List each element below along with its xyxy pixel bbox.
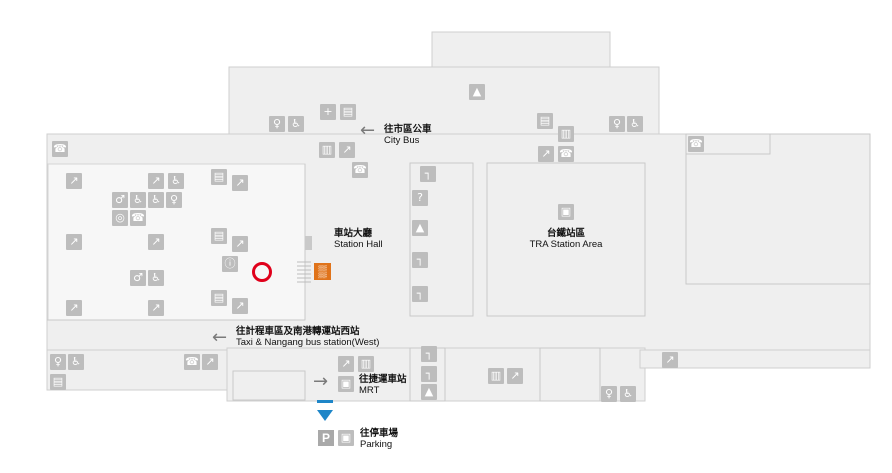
stairs-icon: ┐ <box>420 166 436 182</box>
ticket-machine-icon: ▤ <box>211 169 227 185</box>
accessible-toilet-icon: ♿ <box>130 192 146 208</box>
accessible-toilet-icon: ♿ <box>168 173 184 189</box>
nursing-room-icon: ▥ <box>319 142 335 158</box>
first-aid-icon: + <box>320 104 336 120</box>
toilet-icon: ♀ <box>166 192 182 208</box>
toilet-icon: ♀ <box>609 116 625 132</box>
toilet-icon: ♀ <box>601 386 617 402</box>
nursing-room-icon: ▥ <box>558 126 574 142</box>
ticket-machine-icon: ▤ <box>50 374 66 390</box>
parking-direction-bar <box>317 400 333 403</box>
escalator-icon: ↗ <box>232 298 248 314</box>
accessible-toilet-icon: ♿ <box>627 116 643 132</box>
ticket-machine-icon: ▤ <box>537 113 553 129</box>
hall-column <box>305 236 312 250</box>
elevator-icon: ▲ <box>412 220 428 236</box>
accessible-toilet-icon: ♿ <box>620 386 636 402</box>
phone-icon: ☎ <box>52 141 68 157</box>
phone-icon: ☎ <box>352 162 368 178</box>
escalator-icon: ↗ <box>538 146 554 162</box>
escalator-icon: ↗ <box>232 236 248 252</box>
stairs-icon: ┐ <box>421 366 437 382</box>
toilet-icon: ♂ <box>112 192 128 208</box>
nursing-room-icon: ▥ <box>358 356 374 372</box>
down-arrow-icon <box>317 410 333 421</box>
stairs-icon: ┐ <box>412 252 428 268</box>
nursing-room-icon: ▥ <box>488 368 504 384</box>
accessible-toilet-icon: ♿ <box>148 270 164 286</box>
station-hall-label: 車站大廳 Station Hall <box>334 228 383 250</box>
south-room-right <box>539 347 601 402</box>
accessible-toilet-icon: ♿ <box>288 116 304 132</box>
stairs-icon: ┐ <box>421 346 437 362</box>
escalator-icon: ↗ <box>232 175 248 191</box>
elevator-icon: ▲ <box>421 384 437 400</box>
elevator-icon: ▲ <box>469 84 485 100</box>
south-east-strip <box>639 349 871 369</box>
wifi-icon: ◎ <box>112 210 128 226</box>
you-are-here-marker <box>252 262 272 282</box>
partitions <box>47 133 871 402</box>
escalator-icon: ↗ <box>148 173 164 189</box>
phone-icon: ☎ <box>184 354 200 370</box>
gate-icon: ▒ <box>314 263 331 280</box>
central-platform-right <box>486 162 646 317</box>
gate-marks <box>297 261 311 283</box>
toilet-icon: ♀ <box>50 354 66 370</box>
stairs-icon: ┐ <box>412 286 428 302</box>
west-hall-area <box>47 163 306 321</box>
ticket-machine-icon: ▤ <box>211 228 227 244</box>
escalator-icon: ↗ <box>66 300 82 316</box>
escalator-icon: ↗ <box>339 142 355 158</box>
arrow-right-icon: → <box>313 371 329 392</box>
tra-area-label: 台鐵站區 TRA Station Area <box>529 228 603 250</box>
toilet-icon: ♀ <box>269 116 285 132</box>
arrow-left-icon: ← <box>360 120 376 141</box>
escalator-icon: ↗ <box>66 173 82 189</box>
phone-icon: ☎ <box>130 210 146 226</box>
accessible-toilet-icon: ♿ <box>68 354 84 370</box>
south-room-left <box>232 370 306 401</box>
east-room <box>685 133 871 285</box>
escalator-icon: ↗ <box>148 300 164 316</box>
info-icon: ⓘ <box>222 256 238 272</box>
escalator-icon: ↗ <box>338 356 354 372</box>
central-platform-left <box>409 162 474 317</box>
escalator-icon: ↗ <box>662 352 678 368</box>
ticket-machine-icon: ▤ <box>340 104 356 120</box>
bus-icon: ▣ <box>338 376 354 392</box>
taxi-west-label: 往計程車區及南港轉運站西站 Taxi & Nangang bus station… <box>236 326 380 348</box>
phone-icon: ☎ <box>688 136 704 152</box>
info-icon: ? <box>412 190 428 206</box>
city-bus-label: 往市區公車 City Bus <box>384 124 432 146</box>
train-icon: ▣ <box>558 204 574 220</box>
escalator-icon: ↗ <box>202 354 218 370</box>
ticket-machine-icon: ▤ <box>211 290 227 306</box>
mrt-label: 往捷運車站 MRT <box>359 374 407 396</box>
bus-icon: ▣ <box>338 430 354 446</box>
escalator-icon: ↗ <box>66 234 82 250</box>
parking-label: 往停車場 Parking <box>360 428 399 450</box>
escalator-icon: ↗ <box>148 234 164 250</box>
east-room-inner <box>685 133 771 155</box>
arrow-left-icon: ← <box>212 327 228 348</box>
accessible-toilet-icon: ♿ <box>148 192 164 208</box>
phone-icon: ☎ <box>558 146 574 162</box>
parking-icon: P <box>318 430 334 446</box>
toilet-icon: ♂ <box>130 270 146 286</box>
escalator-icon: ↗ <box>507 368 523 384</box>
